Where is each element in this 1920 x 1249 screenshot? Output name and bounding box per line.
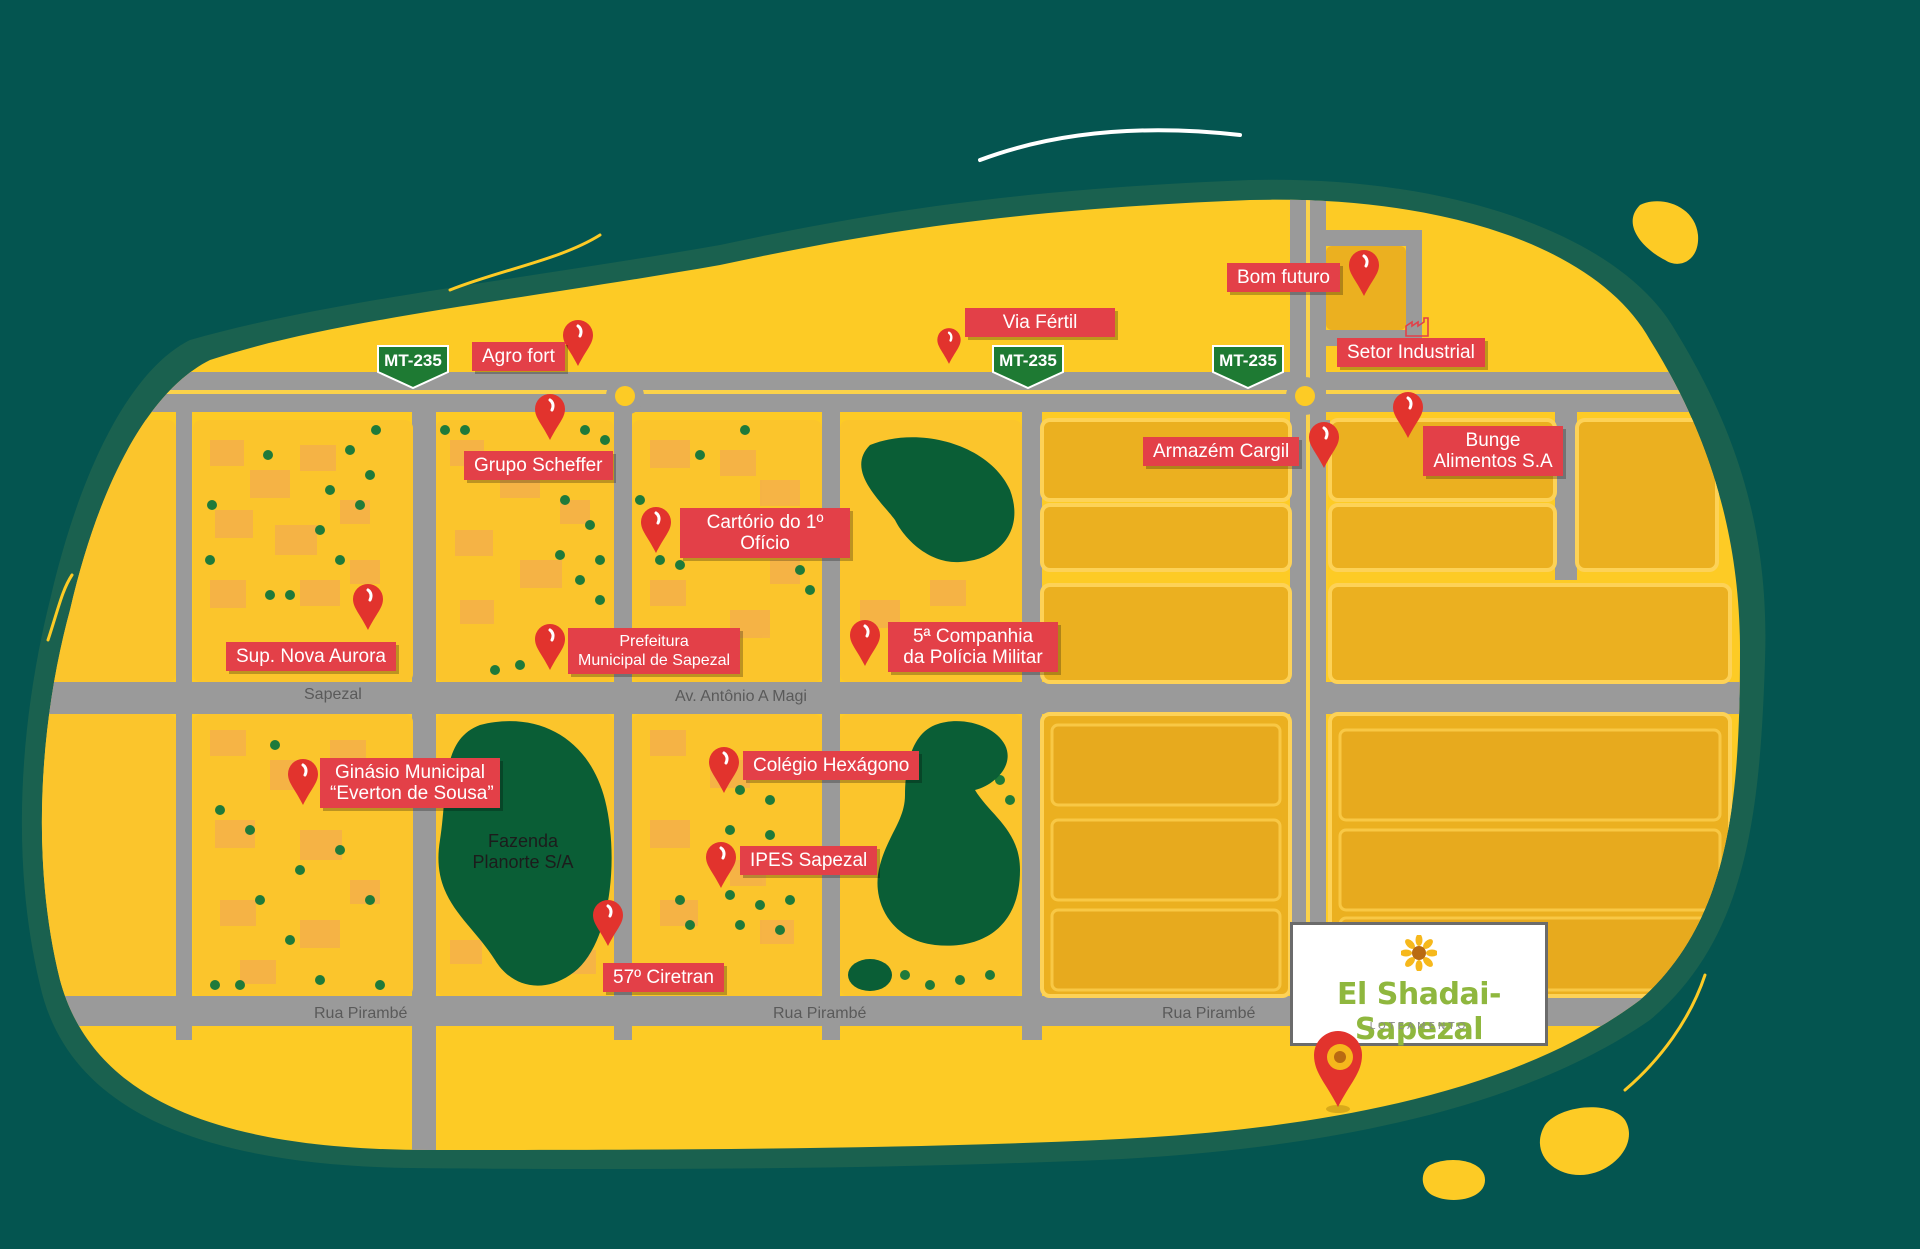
map-pin-icon[interactable] — [560, 318, 596, 368]
map-pin-icon[interactable] — [935, 326, 963, 366]
map-pin-icon[interactable] — [1346, 248, 1382, 298]
place-label-via-fertil[interactable]: Via Fértil — [965, 308, 1115, 337]
place-label-armazem-cargil[interactable]: Armazém Cargil — [1143, 437, 1300, 466]
decor-blob-3 — [1422, 1160, 1485, 1200]
factory-icon — [1405, 317, 1429, 337]
map-pin-icon[interactable] — [1390, 390, 1426, 440]
decor-blob-1 — [1632, 201, 1699, 264]
brand-logo-box[interactable]: El Shadai-Sapezal LOTEAMENTO — [1290, 922, 1548, 1047]
map-pin-icon[interactable] — [1310, 1025, 1366, 1115]
brand-title: El Shadai-Sapezal — [1337, 977, 1501, 1047]
highway-shield-2: MT-235 — [991, 344, 1065, 390]
highway-shield-label: MT-235 — [1219, 351, 1277, 370]
place-label-sup-nova-aurora[interactable]: Sup. Nova Aurora — [226, 642, 396, 671]
place-label-line: Prefeitura — [619, 633, 689, 650]
highway-shield-1: MT-235 — [376, 344, 450, 390]
place-label-line: Bunge — [1465, 430, 1521, 451]
place-label-setor-industrial[interactable]: Setor Industrial — [1337, 338, 1485, 367]
place-label-bom-futuro[interactable]: Bom futuro — [1227, 263, 1340, 292]
park-pond-3 — [848, 959, 892, 991]
place-label-bunge[interactable]: Bunge Alimentos S.A — [1423, 426, 1563, 476]
place-label-grupo-scheffer[interactable]: Grupo Scheffer — [464, 451, 613, 480]
place-label-line: Cartório do 1º — [706, 512, 824, 533]
place-label-colegio[interactable]: Colégio Hexágono — [743, 751, 920, 780]
highway-shield-label: MT-235 — [384, 351, 442, 370]
street-sapezal: Sapezal — [304, 686, 362, 703]
park-pond-1 — [861, 437, 1015, 563]
place-label-line: 5ª Companhia — [912, 626, 1034, 647]
place-label-prefeitura[interactable]: Prefeitura Municipal de Sapezal — [568, 628, 741, 674]
place-label-line: Ginásio Municipal — [335, 762, 485, 783]
street-rua-pirambe: Rua Pirambé — [314, 1005, 408, 1022]
street-rua-pirambe: Rua Pirambé — [773, 1005, 867, 1022]
place-label-ipes[interactable]: IPES Sapezal — [740, 846, 878, 875]
map-pin-icon[interactable] — [706, 745, 742, 795]
decor-blob-2 — [1539, 1107, 1629, 1175]
map-pin-icon[interactable] — [1306, 420, 1342, 470]
map-pin-icon[interactable] — [847, 618, 883, 668]
place-label-line: Municipal de Sapezal — [578, 652, 731, 669]
place-label-agro-fort[interactable]: Agro fort — [472, 342, 565, 371]
highway-shield-3: MT-235 — [1211, 344, 1285, 390]
place-label-ciretran[interactable]: 57º Ciretran — [603, 963, 724, 992]
highway-shield-label: MT-235 — [999, 351, 1057, 370]
place-label-line: Ofício — [740, 533, 790, 554]
park-label-line: Fazenda — [487, 831, 559, 851]
place-label-companhia[interactable]: 5ª Companhia da Polícia Militar — [888, 622, 1058, 672]
map-pin-icon[interactable] — [285, 757, 321, 807]
sunflower-icon — [1401, 935, 1437, 971]
brand-subtitle: LOTEAMENTO — [1369, 1021, 1469, 1032]
park-label-fazenda: Fazenda Planorte S/A — [460, 831, 586, 873]
map-pin-icon[interactable] — [532, 392, 568, 442]
map-pin-icon[interactable] — [638, 505, 674, 555]
place-label-line: “Everton de Sousa” — [330, 783, 494, 804]
place-label-line: da Polícia Militar — [903, 647, 1043, 668]
map-pin-icon[interactable] — [532, 622, 568, 672]
street-rua-pirambe: Rua Pirambé — [1162, 1005, 1256, 1022]
map-pin-icon[interactable] — [590, 898, 626, 948]
street-av-antonio: Av. Antônio A Magi — [675, 688, 807, 705]
park-label-line: Planorte S/A — [472, 852, 574, 872]
map-pin-icon[interactable] — [703, 840, 739, 890]
place-label-cartorio[interactable]: Cartório do 1º Ofício — [680, 508, 850, 558]
place-label-ginasio[interactable]: Ginásio Municipal “Everton de Sousa” — [320, 758, 500, 808]
place-label-line: Alimentos S.A — [1433, 451, 1553, 472]
map-pin-icon[interactable] — [350, 582, 386, 632]
